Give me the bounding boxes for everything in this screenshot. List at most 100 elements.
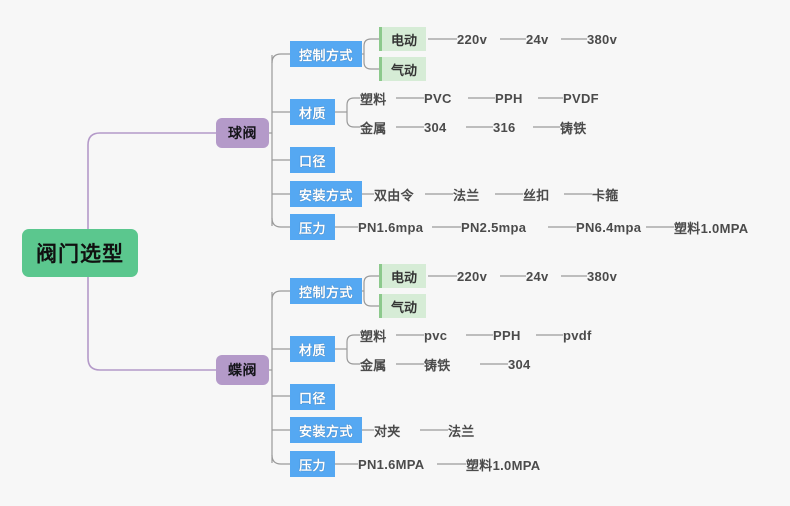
- leaf-ball-pressure-pn64[interactable]: PN6.4mpa: [576, 217, 641, 237]
- leaf-label: 220v: [457, 31, 488, 47]
- node-ball-material[interactable]: 材质: [290, 99, 336, 125]
- node-label: 气动: [391, 62, 418, 78]
- leaf-label: PVC: [424, 90, 452, 106]
- elbow-bfly-metal: [346, 356, 360, 365]
- leaf-bfly-electric-24v[interactable]: 24v: [526, 266, 549, 286]
- elbow-ball-control: [271, 53, 290, 64]
- leaf-bfly-plastic-pvc[interactable]: pvc: [424, 325, 447, 345]
- leaf-label: 塑料: [360, 91, 387, 107]
- leaf-label: PN1.6mpa: [358, 219, 424, 235]
- node-label: 口径: [299, 390, 327, 406]
- leaf-ball-electric-24v[interactable]: 24v: [526, 29, 549, 49]
- node-label: 材质: [299, 105, 327, 121]
- node-bfly-material[interactable]: 材质: [290, 336, 336, 362]
- leaf-bfly-metal-304[interactable]: 304: [508, 354, 531, 374]
- leaf-label: 丝扣: [523, 187, 550, 203]
- leaf-ball-pressure-pn25[interactable]: PN2.5mpa: [461, 217, 526, 237]
- leaf-ball-metal-cast-iron[interactable]: 铸铁: [560, 117, 587, 137]
- branch-node-butterfly-valve[interactable]: 蝶阀: [216, 355, 269, 385]
- leaf-bfly-plastic-pvdf[interactable]: pvdf: [563, 325, 592, 345]
- node-label: 气动: [391, 299, 418, 315]
- leaf-ball-plastic-pvdf[interactable]: PVDF: [563, 88, 599, 108]
- root-node-label: 阀门选型: [36, 243, 124, 266]
- leaf-label: PPH: [495, 90, 523, 106]
- branch-node-label: 球阀: [228, 125, 257, 141]
- node-label: 电动: [391, 269, 418, 285]
- leaf-bfly-metal[interactable]: 金属: [360, 354, 387, 374]
- node-ball-control-method[interactable]: 控制方式: [290, 41, 363, 67]
- elbow-bfly-plastic: [346, 334, 360, 343]
- node-label: 口径: [299, 153, 327, 169]
- leaf-ball-plastic-pph[interactable]: PPH: [495, 88, 523, 108]
- node-bfly-pressure[interactable]: 压力: [290, 451, 336, 477]
- node-label: 控制方式: [299, 284, 354, 300]
- elbow-bfly-pressure: [271, 454, 290, 465]
- node-label: 压力: [299, 220, 327, 236]
- node-bfly-diameter[interactable]: 口径: [290, 384, 336, 410]
- leaf-label: 法兰: [453, 187, 480, 203]
- node-bfly-electric[interactable]: 电动: [379, 264, 427, 288]
- branch-node-ball-valve[interactable]: 球阀: [216, 118, 269, 148]
- leaf-ball-electric-380v[interactable]: 380v: [587, 29, 617, 49]
- leaf-label: 双由令: [374, 187, 414, 203]
- leaf-label: 24v: [526, 268, 549, 284]
- leaf-bfly-electric-220v[interactable]: 220v: [457, 266, 487, 286]
- node-label: 材质: [299, 342, 327, 358]
- node-ball-diameter[interactable]: 口径: [290, 147, 336, 173]
- leaf-bfly-install-flange[interactable]: 法兰: [448, 420, 475, 440]
- node-label: 安装方式: [299, 187, 354, 203]
- leaf-label: 铸铁: [424, 357, 451, 373]
- leaf-bfly-electric-380v[interactable]: 380v: [587, 266, 617, 286]
- node-bfly-control-method[interactable]: 控制方式: [290, 278, 363, 304]
- leaf-label: 220v: [457, 268, 488, 284]
- leaf-bfly-plastic[interactable]: 塑料: [360, 325, 387, 345]
- leaf-bfly-pressure-pn16[interactable]: PN1.6MPA: [358, 454, 424, 474]
- leaf-label: PN6.4mpa: [576, 219, 642, 235]
- leaf-ball-pressure-plastic10[interactable]: 塑料1.0MPA: [674, 217, 748, 237]
- leaf-label: 塑料1.0MPA: [674, 220, 749, 236]
- leaf-ball-plastic[interactable]: 塑料: [360, 88, 387, 108]
- leaf-ball-install-thread[interactable]: 丝扣: [523, 184, 550, 204]
- leaf-label: 380v: [587, 268, 618, 284]
- leaf-label: 24v: [526, 31, 549, 47]
- node-label: 电动: [391, 32, 418, 48]
- leaf-label: pvc: [424, 327, 448, 343]
- node-label: 压力: [299, 457, 327, 473]
- root-node[interactable]: 阀门选型: [22, 229, 138, 277]
- leaf-ball-metal[interactable]: 金属: [360, 117, 387, 137]
- leaf-label: 塑料1.0MPA: [466, 457, 541, 473]
- leaf-bfly-pressure-plastic10[interactable]: 塑料1.0MPA: [466, 454, 540, 474]
- leaf-bfly-plastic-pph[interactable]: PPH: [493, 325, 521, 345]
- leaf-label: 380v: [587, 31, 618, 47]
- node-ball-pneumatic[interactable]: 气动: [379, 57, 427, 81]
- leaf-ball-plastic-pvc[interactable]: PVC: [424, 88, 452, 108]
- leaf-bfly-metal-cast-iron[interactable]: 铸铁: [424, 354, 451, 374]
- branch-node-label: 蝶阀: [228, 362, 257, 378]
- node-bfly-pneumatic[interactable]: 气动: [379, 294, 427, 318]
- node-ball-pressure[interactable]: 压力: [290, 214, 336, 240]
- leaf-label: 铸铁: [560, 120, 587, 136]
- elbow-ball-qd: [363, 61, 379, 70]
- leaf-ball-install-union[interactable]: 双由令: [374, 184, 414, 204]
- elbow-bfly-qd: [363, 298, 379, 307]
- elbow-bfly-control: [271, 290, 290, 301]
- leaf-ball-install-flange[interactable]: 法兰: [453, 184, 480, 204]
- leaf-label: PN1.6MPA: [358, 456, 425, 472]
- leaf-bfly-install-wafer[interactable]: 对夹: [374, 420, 401, 440]
- node-ball-installation[interactable]: 安装方式: [290, 181, 363, 207]
- leaf-ball-metal-316[interactable]: 316: [493, 117, 516, 137]
- elbow-ball-plastic: [346, 97, 360, 106]
- leaf-label: 304: [508, 356, 531, 372]
- leaf-label: 金属: [360, 357, 387, 373]
- leaf-ball-electric-220v[interactable]: 220v: [457, 29, 487, 49]
- leaf-ball-pressure-pn16[interactable]: PN1.6mpa: [358, 217, 423, 237]
- node-ball-electric[interactable]: 电动: [379, 27, 427, 51]
- elbow-bfly-dd: [363, 275, 379, 284]
- leaf-ball-metal-304[interactable]: 304: [424, 117, 447, 137]
- leaf-label: 法兰: [448, 423, 475, 439]
- leaf-ball-install-clamp[interactable]: 卡箍: [592, 184, 619, 204]
- node-bfly-installation[interactable]: 安装方式: [290, 417, 363, 443]
- elbow-ball-pressure: [271, 217, 290, 228]
- leaf-label: 塑料: [360, 328, 387, 344]
